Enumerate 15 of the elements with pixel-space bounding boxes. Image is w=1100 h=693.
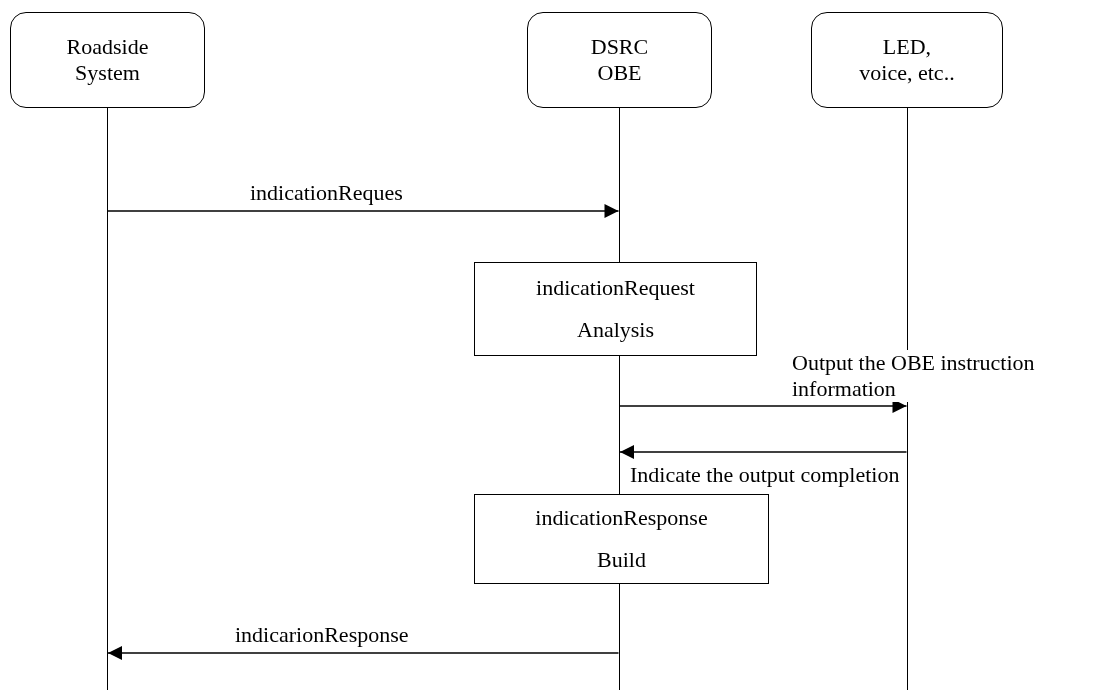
lifeline	[618, 108, 620, 690]
node-label: DSRC OBE	[589, 34, 650, 86]
node-label: indicationResponse Build	[534, 504, 709, 574]
participant-box	[10, 12, 205, 108]
node-label: LED, voice, etc..	[858, 34, 956, 86]
message-arrow	[107, 204, 620, 218]
process-box	[474, 494, 769, 584]
message-arrow	[107, 646, 620, 660]
node-label: indicationRequest Analysis	[535, 274, 696, 344]
node-label: Roadside System	[65, 34, 150, 86]
process-box	[474, 262, 757, 356]
lifeline	[106, 108, 108, 690]
participant-box	[527, 12, 712, 108]
participant-box	[811, 12, 1003, 108]
message-arrow	[619, 445, 908, 459]
